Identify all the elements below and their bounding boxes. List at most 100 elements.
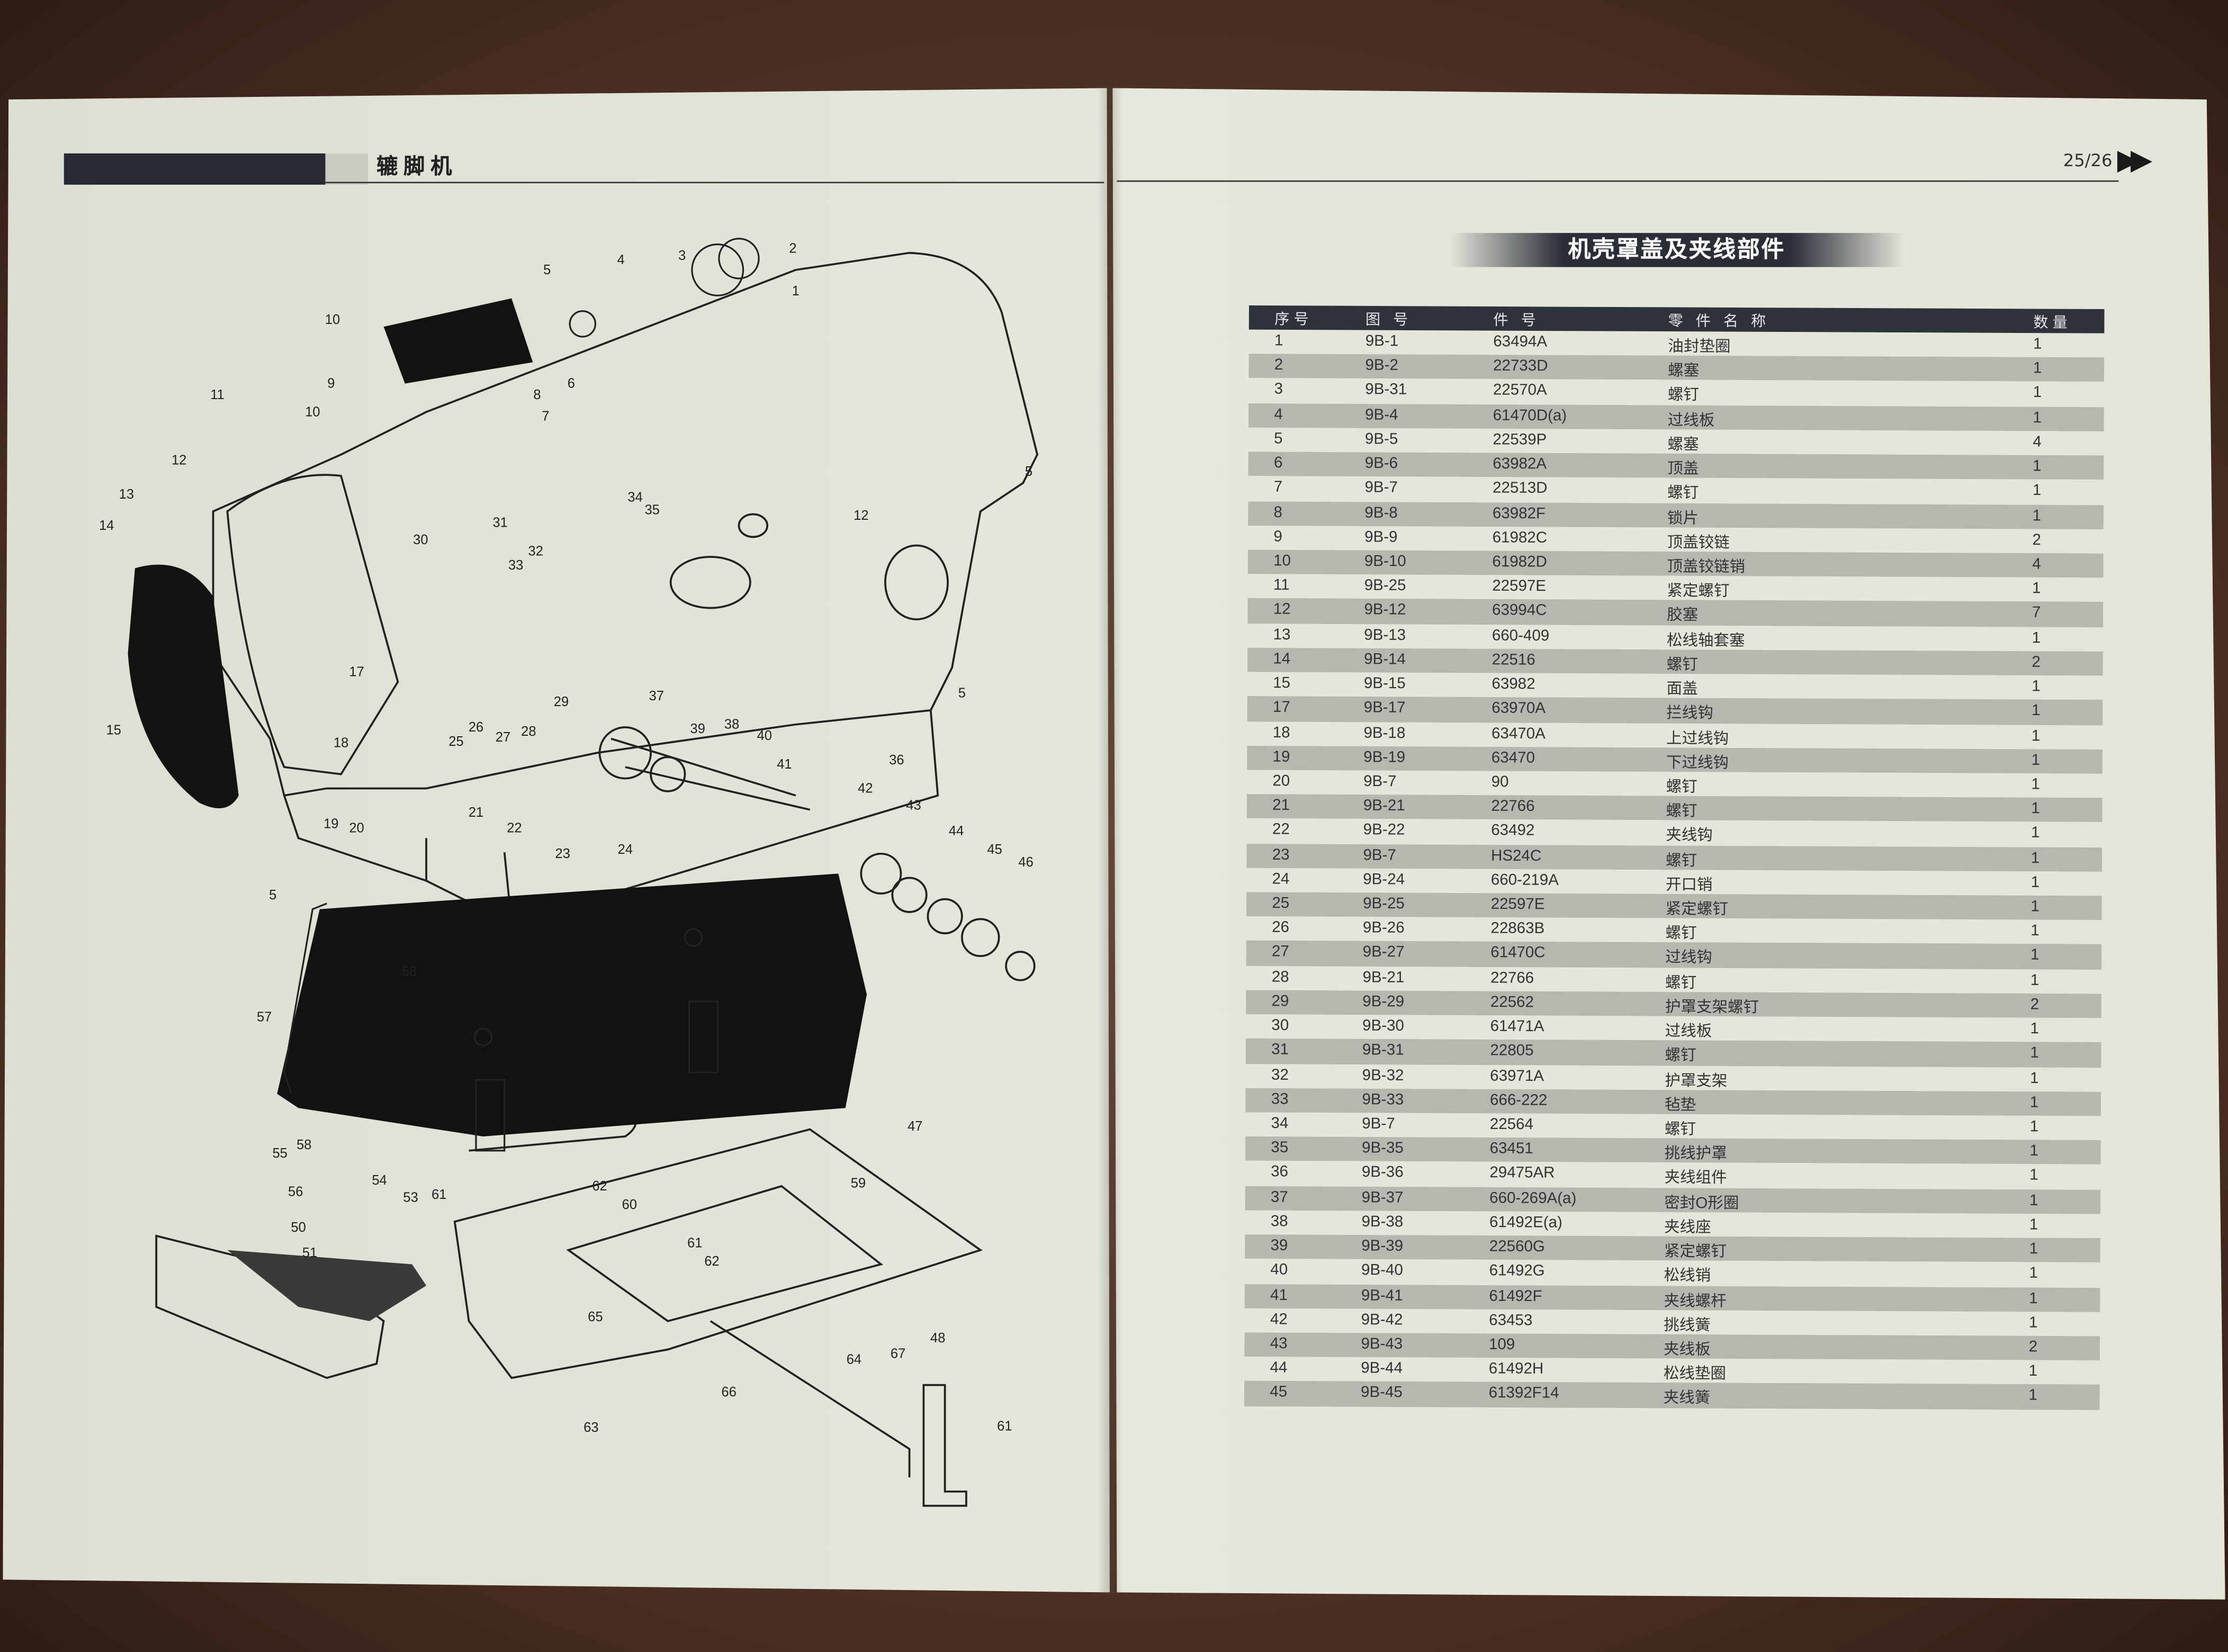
cell-part: 61982C [1492, 529, 1548, 547]
cell-name: 螺塞 [1668, 363, 1700, 381]
book-gutter [1097, 88, 1123, 1594]
cell-no: 5 [1274, 430, 1283, 448]
cell-part: 63982A [1493, 456, 1547, 473]
cell-part: 660-219A [1490, 871, 1559, 889]
cell-name: 过线板 [1667, 412, 1715, 429]
cell-qty: 1 [2028, 1387, 2037, 1405]
cell-name: 过线板 [1665, 1023, 1712, 1041]
cell-part: 61470D(a) [1493, 407, 1567, 425]
diagram-callout: 5 [1025, 464, 1032, 479]
diagram-callout: 30 [413, 532, 428, 547]
diagram-callout: 27 [496, 730, 510, 745]
cell-qty: 2 [2032, 531, 2041, 549]
cell-name: 上过线钩 [1666, 729, 1729, 747]
cell-name: 挑线簧 [1664, 1316, 1711, 1334]
cell-fig: 9B-21 [1362, 969, 1405, 986]
cell-no: 14 [1273, 650, 1291, 668]
cell-no: 26 [1272, 919, 1290, 937]
cell-qty: 1 [2029, 1289, 2038, 1307]
cell-no: 19 [1272, 748, 1290, 766]
cell-no: 45 [1270, 1384, 1288, 1402]
cell-part: 22597E [1492, 578, 1547, 595]
cell-name: 锁片 [1667, 509, 1699, 527]
cell-qty: 1 [2028, 1314, 2038, 1332]
header-title: 辘脚机 [376, 153, 458, 179]
cell-part: 63470 [1491, 749, 1535, 767]
cell-no: 1 [1274, 332, 1283, 350]
cell-part: 63451 [1489, 1140, 1533, 1158]
diagram-callout: 22 [507, 821, 522, 836]
cell-fig: 9B-8 [1364, 504, 1398, 521]
diagram-callout: 38 [724, 717, 739, 732]
cell-name: 夹线组件 [1664, 1170, 1727, 1188]
felt-pad [227, 1250, 427, 1321]
diagram-callout: 25 [448, 734, 463, 749]
cell-no: 37 [1270, 1188, 1288, 1206]
cell-part: 22564 [1489, 1116, 1533, 1134]
column-header-name: 零 件 名 称 [1668, 313, 1771, 331]
cell-part: 22570A [1493, 382, 1547, 400]
diagram-callout: 21 [469, 805, 483, 820]
cell-part: 61471A [1490, 1018, 1544, 1036]
cell-fig: 9B-24 [1363, 871, 1405, 889]
cell-qty: 1 [2030, 947, 2040, 964]
cell-no: 35 [1271, 1140, 1289, 1157]
base-plate [453, 1128, 983, 1379]
diagram-callout: 18 [334, 736, 348, 751]
diagram-callout: 6 [568, 376, 575, 391]
diagram-callout: 59 [851, 1176, 866, 1191]
cell-qty: 1 [2030, 1021, 2039, 1038]
diagram-callout: 35 [645, 502, 660, 517]
cell-part: 22560G [1489, 1238, 1545, 1256]
cell-part: 63453 [1489, 1312, 1533, 1329]
cell-no: 11 [1273, 577, 1290, 594]
cell-part: 22516 [1492, 651, 1535, 669]
column-header-no: 序号 [1274, 311, 1313, 329]
cell-name: 螺钉 [1665, 974, 1697, 992]
diagram-callout: 24 [618, 842, 633, 857]
cell-part: 61470C [1490, 945, 1546, 962]
diagram-callout: 39 [690, 721, 705, 736]
cell-no: 13 [1273, 626, 1291, 644]
cell-fig: 9B-31 [1362, 1042, 1404, 1060]
cell-name: 毡垫 [1665, 1096, 1696, 1114]
cell-fig: 9B-13 [1364, 626, 1406, 644]
cell-part: 109 [1488, 1336, 1515, 1354]
diagram-callout: 3 [678, 248, 686, 263]
cell-name: 紧定螺钉 [1665, 901, 1728, 919]
diagram-callout: 43 [906, 798, 921, 813]
cell-name: 松线轴套塞 [1666, 632, 1745, 649]
diagram-callout: 11 [210, 387, 224, 402]
face-cover-panel [128, 564, 239, 809]
cell-part: 63994C [1492, 602, 1547, 620]
diagram-callout: 23 [555, 846, 570, 861]
cell-fig: 9B-22 [1363, 822, 1405, 839]
cell-fig: 9B-29 [1362, 993, 1405, 1011]
cell-name: 螺钉 [1664, 1121, 1696, 1139]
cell-name: 螺钉 [1665, 925, 1697, 943]
section-title: 机壳罩盖及夹线部件 [1449, 233, 1904, 267]
cell-fig: 9B-10 [1364, 553, 1406, 571]
cell-qty: 1 [2030, 1045, 2039, 1062]
cell-qty: 1 [2029, 1241, 2038, 1258]
cell-name: 面盖 [1666, 681, 1698, 698]
cell-part: 22562 [1490, 994, 1534, 1012]
cell-fig: 9B-38 [1361, 1213, 1404, 1231]
diagram-callout: 10 [325, 312, 340, 327]
cell-name: 夹线座 [1664, 1219, 1711, 1236]
header-rule [325, 182, 1104, 184]
cell-qty: 1 [2028, 1363, 2038, 1380]
cell-fig: 9B-26 [1362, 919, 1405, 937]
cell-no: 3 [1274, 381, 1283, 399]
